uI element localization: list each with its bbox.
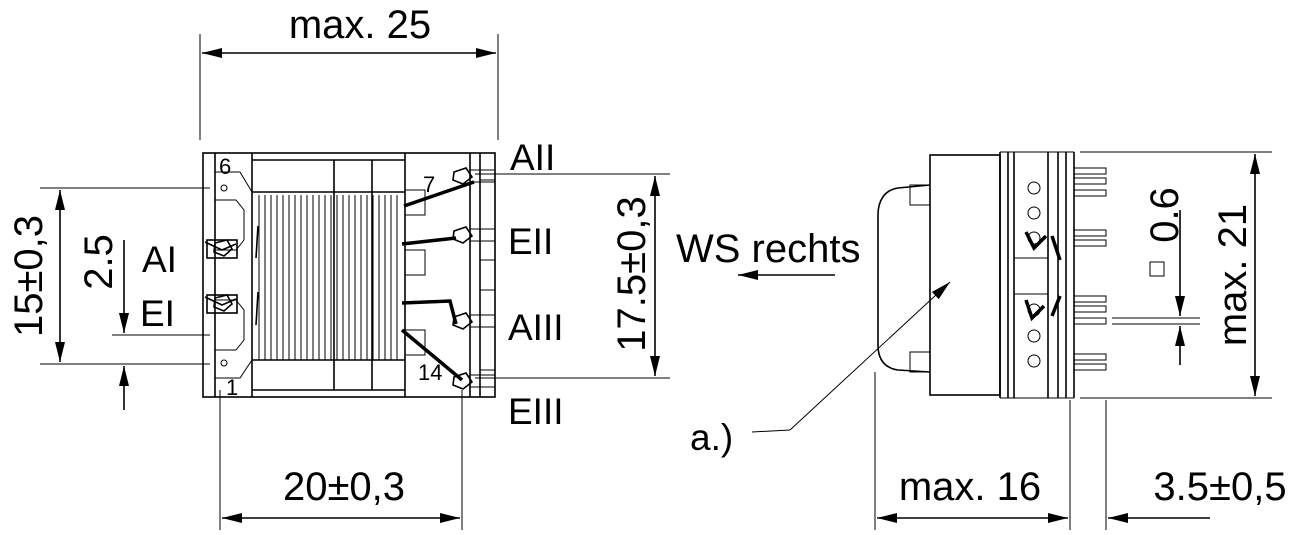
pin-number-1: 1 bbox=[226, 375, 238, 400]
terminal-EI bbox=[204, 291, 259, 326]
transformer-body-side bbox=[877, 151, 1075, 399]
lead-wire-AIII bbox=[401, 299, 458, 325]
dim-pin-length-label: 3.5±0,5 bbox=[1153, 465, 1286, 509]
winding-label-AI: AI bbox=[142, 239, 177, 280]
dim-pin-width-label: 0.6 bbox=[1143, 187, 1187, 243]
winding-label-AII: AII bbox=[510, 137, 555, 178]
dimension-pin-width: 0.6 bbox=[1112, 187, 1200, 365]
dim-height-left-label: 15±0,3 bbox=[7, 215, 51, 337]
lead-wire-7 bbox=[403, 180, 475, 208]
direction-indicator: WS rechts bbox=[676, 227, 860, 280]
transformer-body-front bbox=[202, 152, 496, 398]
terminal-pins bbox=[204, 167, 496, 390]
dim-width-top-label: max. 25 bbox=[289, 3, 431, 47]
terminal-AII bbox=[452, 167, 496, 185]
dim-height-side-label: max. 21 bbox=[1211, 204, 1255, 346]
lead-wire-EII bbox=[401, 236, 457, 246]
right-view: 0.6 max. 21 a.) max. 16 3.5±0,5 bbox=[690, 151, 1287, 530]
pin-number-7: 7 bbox=[423, 172, 435, 197]
dim-pin-pitch-label: 2.5 bbox=[77, 234, 121, 290]
lead-wire-14 bbox=[400, 328, 464, 382]
terminal-AI bbox=[204, 225, 259, 259]
dimension-pin-pitch: 2.5 bbox=[77, 234, 210, 410]
winding-label-EI: EI bbox=[140, 293, 175, 334]
note-a-label: a.) bbox=[690, 417, 733, 458]
dimension-pin-length: 3.5±0,5 bbox=[1105, 400, 1287, 530]
dimension-width-top: max. 25 bbox=[199, 3, 499, 140]
terminal-pins-side bbox=[1073, 167, 1107, 371]
dim-depth-label: max. 16 bbox=[899, 465, 1041, 509]
terminal-AIII bbox=[452, 312, 496, 330]
dimension-depth: max. 16 bbox=[874, 372, 1071, 530]
terminal-EIII bbox=[452, 372, 496, 390]
left-view: max. 25 15±0,3 2.5 bbox=[7, 3, 670, 530]
dimension-height-left: 15±0,3 bbox=[7, 187, 210, 365]
pin-hole-6 bbox=[220, 184, 228, 192]
square-symbol bbox=[1149, 261, 1165, 277]
note-a: a.) bbox=[690, 281, 951, 458]
winding-label-EIII: EIII bbox=[508, 391, 564, 432]
dimension-height-right: 17.5±0,3 bbox=[475, 173, 670, 379]
winding-label-AIII: AIII bbox=[508, 307, 564, 348]
dim-pin-span-label: 20±0,3 bbox=[283, 465, 405, 509]
direction-label: WS rechts bbox=[676, 227, 860, 271]
dimension-height-side: max. 21 bbox=[1080, 151, 1272, 399]
winding-coil bbox=[258, 195, 398, 360]
pin-number-6: 6 bbox=[219, 154, 231, 179]
dimension-pin-span: 20±0,3 bbox=[219, 390, 463, 530]
pin-hole-1 bbox=[220, 359, 228, 367]
dim-height-right-label: 17.5±0,3 bbox=[610, 196, 654, 351]
terminal-EII bbox=[452, 226, 496, 244]
winding-label-EII: EII bbox=[508, 221, 553, 262]
pin-number-14: 14 bbox=[418, 360, 442, 385]
